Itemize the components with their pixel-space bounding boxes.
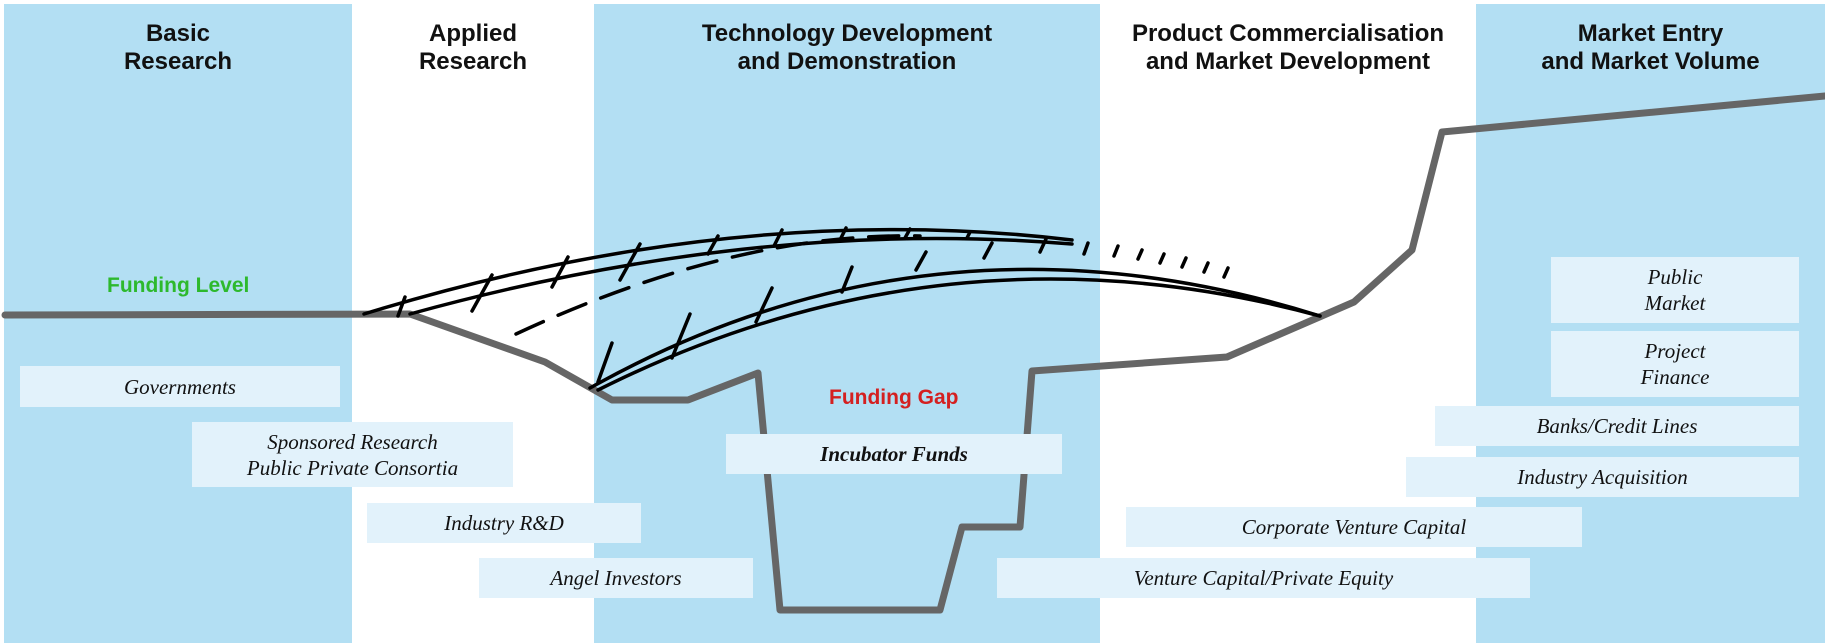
stage-band-technology-development	[594, 4, 1100, 643]
source-label: Market	[1644, 291, 1706, 315]
source-label: Public Private Consortia	[246, 455, 459, 480]
stage-title-line: and Market Development	[1145, 48, 1431, 75]
source-label: Corporate Venture Capital	[1241, 515, 1467, 539]
source-industry-acquisition: Industry Acquisition	[1406, 457, 1799, 497]
stage-title-line: Market Entry	[1577, 20, 1724, 47]
funding-level-label: Funding Level	[107, 274, 250, 297]
source-label: Sponsored Research	[267, 429, 438, 454]
stage-title-applied-research: Applied Research	[352, 20, 594, 76]
source-governments: Governments	[20, 366, 340, 407]
source-venture-capital-private-equity: Venture Capital/Private Equity	[997, 558, 1530, 598]
source-label: Venture Capital/Private Equity	[1133, 566, 1394, 590]
stage-band-basic-research	[4, 4, 352, 643]
stage-title-basic-research: Basic Research	[4, 20, 352, 76]
stage-title-line: Product Commercialisation	[1131, 20, 1445, 47]
source-label: Industry Acquisition	[1517, 465, 1688, 489]
stage-title-line: Applied	[429, 20, 517, 47]
funding-level-line	[1, 92, 1825, 614]
source-incubator-funds: Incubator Funds	[726, 434, 1062, 474]
source-industry-rd: Industry R&D	[367, 503, 641, 543]
bridge-top-outer-edge	[362, 227, 1074, 316]
source-public-market: Public Market	[1551, 257, 1799, 323]
stage-title-market-entry: Market Entry and Market Volume	[1476, 20, 1825, 76]
source-label: Finance	[1640, 365, 1710, 389]
bridge-dashed-centerline	[514, 234, 922, 336]
bridge-arch-upper-edge	[588, 267, 1322, 390]
source-banks-credit-lines: Banks/Credit Lines	[1435, 406, 1799, 446]
source-angel-investors: Angel Investors	[479, 558, 753, 598]
source-label: Banks/Credit Lines	[1536, 414, 1698, 438]
source-label: Public	[1647, 265, 1703, 289]
stage-title-product-commercialisation: Product Commercialisation and Market Dev…	[1100, 20, 1476, 76]
stage-title-line: and Demonstration	[737, 48, 957, 75]
funding-gap-label: Funding Gap	[829, 386, 959, 409]
bridge-top-inner-edge	[408, 236, 1074, 316]
bridge-lower-ties	[596, 237, 1230, 384]
stage-title-line: and Market Volume	[1541, 48, 1760, 75]
source-label: Incubator Funds	[820, 442, 968, 466]
source-sponsored-research: Sponsored Research Public Private Consor…	[192, 422, 513, 487]
source-project-finance: Project Finance	[1551, 331, 1799, 397]
stage-title-line: Basic	[145, 20, 211, 47]
stage-title-line: Research	[123, 48, 233, 75]
source-corporate-venture-capital: Corporate Venture Capital	[1126, 507, 1582, 547]
bridge-upper-ties	[396, 226, 972, 318]
source-label: Governments	[124, 374, 236, 399]
source-label: Industry R&D	[444, 511, 564, 535]
source-label: Angel Investors	[550, 566, 682, 590]
source-label: Project	[1644, 339, 1706, 363]
bridge-arch-lower-edge	[596, 277, 1322, 392]
stage-title-line: Technology Development	[701, 20, 993, 47]
stage-title-technology-development: Technology Development and Demonstration	[594, 20, 1100, 76]
stage-title-line: Research	[418, 48, 528, 75]
bridge-graphic	[362, 226, 1322, 392]
